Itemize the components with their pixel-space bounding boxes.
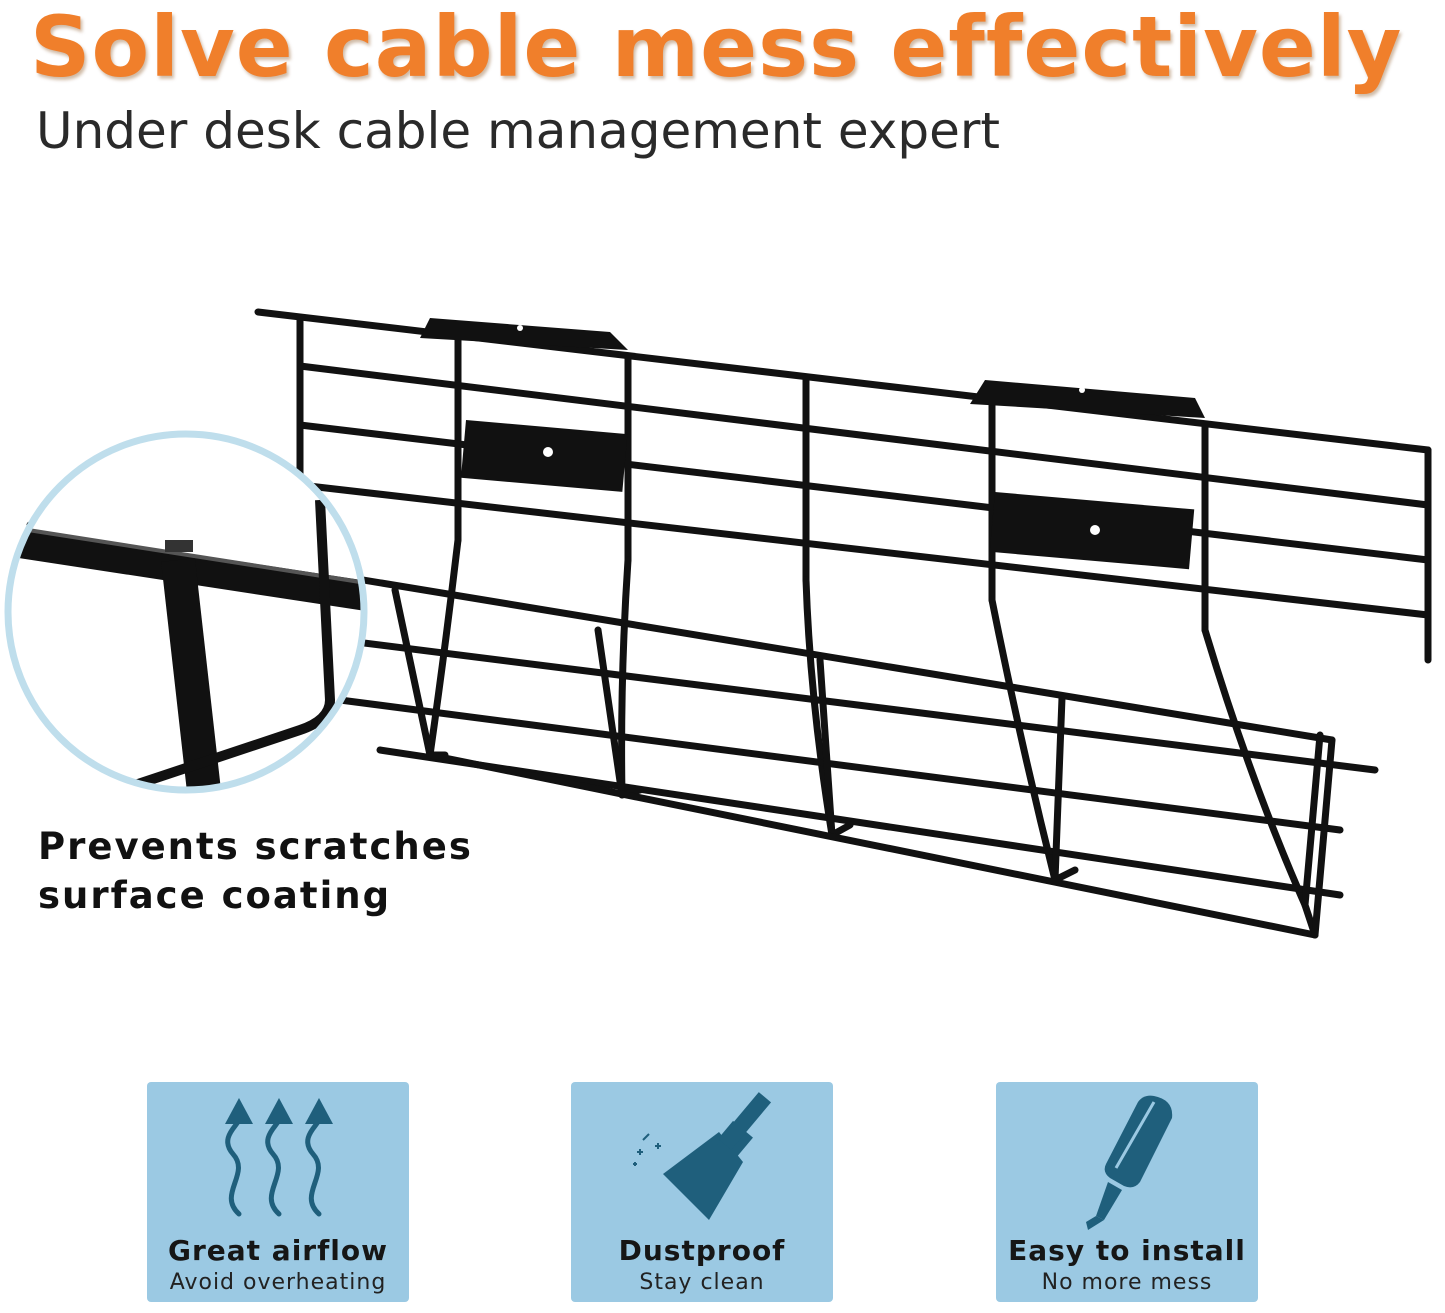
zoom-ring [4,430,368,794]
coating-callout: Prevents scratches surface coating [38,822,473,920]
callout-line-2: surface coating [38,874,392,917]
zoom-detail [8,434,364,790]
feature-card-dustproof: Dustproof Stay clean [571,1082,833,1302]
airflow-arrows-icon [225,1098,333,1217]
wire-basket [26,308,1432,939]
mounting-brackets [420,318,1205,570]
callout-line-1: Prevents scratches [38,825,473,868]
feature-title: Dustproof [618,1234,786,1267]
feature-subtitle: Avoid overheating [169,1270,387,1295]
cable-tray-illustration [4,308,1432,939]
headline: Solve cable mess effectively [30,0,1403,96]
screwdriver-icon [1086,1095,1173,1230]
feature-card-airflow: Great airflow Avoid overheating [147,1082,409,1302]
subheadline: Under desk cable management expert [36,102,1001,160]
feature-subtitle: Stay clean [639,1270,765,1295]
brush-icon [633,1092,772,1220]
feature-card-install: Easy to install No more mess [996,1082,1258,1302]
feature-title: Great airflow [168,1234,388,1267]
feature-title: Easy to install [1008,1234,1246,1267]
feature-subtitle: No more mess [1041,1270,1213,1295]
